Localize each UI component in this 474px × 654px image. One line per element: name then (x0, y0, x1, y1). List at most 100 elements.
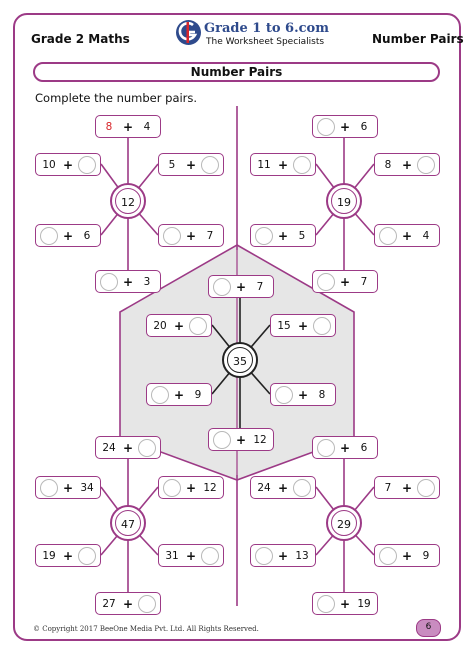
given-number: 12 (203, 481, 217, 494)
answer-blank[interactable] (201, 155, 219, 174)
answer-blank[interactable] (213, 277, 231, 296)
answer-blank[interactable] (40, 226, 58, 245)
number-pair-box: 27+ (95, 592, 161, 615)
answer-blank[interactable] (255, 546, 273, 565)
number-pair-box: +6 (312, 115, 378, 138)
given-number: 8 (105, 120, 113, 133)
given-number: 5 (298, 229, 306, 242)
answer-blank[interactable] (100, 272, 118, 291)
number-pair-box: +3 (95, 270, 161, 293)
given-number: 10 (42, 158, 56, 171)
answer-blank[interactable] (417, 155, 435, 174)
given-number: 19 (42, 549, 56, 562)
given-number: 12 (253, 433, 267, 446)
answer-blank[interactable] (293, 478, 311, 497)
number-pair-box: 8+4 (95, 115, 161, 138)
answer-blank[interactable] (379, 226, 397, 245)
given-number: 7 (384, 481, 392, 494)
number-pair-box: 8+ (374, 153, 440, 176)
answer-blank[interactable] (138, 594, 156, 613)
answer-blank[interactable] (379, 546, 397, 565)
instruction: Complete the number pairs. (35, 91, 198, 105)
g6-logo-icon (176, 20, 201, 45)
given-number: 8 (384, 158, 392, 171)
target-number: 47 (115, 510, 141, 536)
number-pair-box: +6 (312, 436, 378, 459)
answer-blank[interactable] (138, 438, 156, 457)
number-pair-box: +6 (35, 224, 101, 247)
given-number: 6 (360, 120, 368, 133)
given-number: 4 (143, 120, 151, 133)
answer-blank[interactable] (163, 226, 181, 245)
answer-blank[interactable] (317, 594, 335, 613)
answer-blank[interactable] (317, 272, 335, 291)
answer-blank[interactable] (189, 316, 207, 335)
answer-blank[interactable] (151, 385, 169, 404)
given-number: 7 (256, 280, 264, 293)
number-pair-box: 20+ (146, 314, 212, 337)
given-number: 9 (422, 549, 430, 562)
given-number: 6 (83, 229, 91, 242)
number-pair-box: +8 (270, 383, 336, 406)
logo-title[interactable]: Grade 1 to 6.com (204, 21, 329, 36)
grade-label: Grade 2 Maths (31, 32, 130, 46)
given-number: 4 (422, 229, 430, 242)
answer-blank[interactable] (417, 478, 435, 497)
number-pair-box: +7 (158, 224, 224, 247)
number-pair-box: +4 (374, 224, 440, 247)
given-number: 13 (295, 549, 309, 562)
number-pair-box: 31+ (158, 544, 224, 567)
topic-label: Number Pairs (372, 32, 464, 46)
number-pair-box: 11+ (250, 153, 316, 176)
answer-blank[interactable] (275, 385, 293, 404)
answer-blank[interactable] (293, 155, 311, 174)
number-pair-box: +13 (250, 544, 316, 567)
number-pair-box: +12 (208, 428, 274, 451)
number-pair-box: 24+ (250, 476, 316, 499)
number-pair-box: 10+ (35, 153, 101, 176)
target-number: 12 (115, 188, 141, 214)
puzzle-29-target-circle: 29 (326, 505, 362, 541)
given-number: 34 (80, 481, 94, 494)
target-number: 19 (331, 188, 357, 214)
answer-blank[interactable] (163, 478, 181, 497)
answer-blank[interactable] (255, 226, 273, 245)
given-number: 5 (168, 158, 176, 171)
number-pair-box: +12 (158, 476, 224, 499)
page-number: 6 (416, 619, 441, 637)
given-number: 9 (194, 388, 202, 401)
given-number: 6 (360, 441, 368, 454)
given-number: 11 (257, 158, 271, 171)
number-pair-box: +9 (146, 383, 212, 406)
answer-blank[interactable] (78, 155, 96, 174)
given-number: 27 (102, 597, 116, 610)
given-number: 15 (277, 319, 291, 332)
answer-blank[interactable] (317, 117, 335, 136)
copyright: © Copyright 2017 BeeOne Media Pvt. Ltd. … (33, 625, 259, 633)
given-number: 19 (357, 597, 371, 610)
given-number: 31 (165, 549, 179, 562)
given-number: 7 (360, 275, 368, 288)
target-number: 35 (227, 347, 253, 373)
answer-blank[interactable] (40, 478, 58, 497)
number-pair-box: +19 (312, 592, 378, 615)
page-title: Number Pairs (33, 62, 440, 82)
number-pair-box: 15+ (270, 314, 336, 337)
given-number: 20 (153, 319, 167, 332)
number-pair-box: +7 (312, 270, 378, 293)
answer-blank[interactable] (213, 430, 231, 449)
number-pair-box: +7 (208, 275, 274, 298)
given-number: 7 (206, 229, 214, 242)
answer-blank[interactable] (317, 438, 335, 457)
number-pair-box: 7+ (374, 476, 440, 499)
given-number: 8 (318, 388, 326, 401)
number-pair-box: 24+ (95, 436, 161, 459)
number-pair-box: 19+ (35, 544, 101, 567)
puzzle-12-target-circle: 12 (110, 183, 146, 219)
answer-blank[interactable] (313, 316, 331, 335)
answer-blank[interactable] (201, 546, 219, 565)
answer-blank[interactable] (78, 546, 96, 565)
number-pair-box: +5 (250, 224, 316, 247)
number-pair-box: +9 (374, 544, 440, 567)
number-pair-box: +34 (35, 476, 101, 499)
